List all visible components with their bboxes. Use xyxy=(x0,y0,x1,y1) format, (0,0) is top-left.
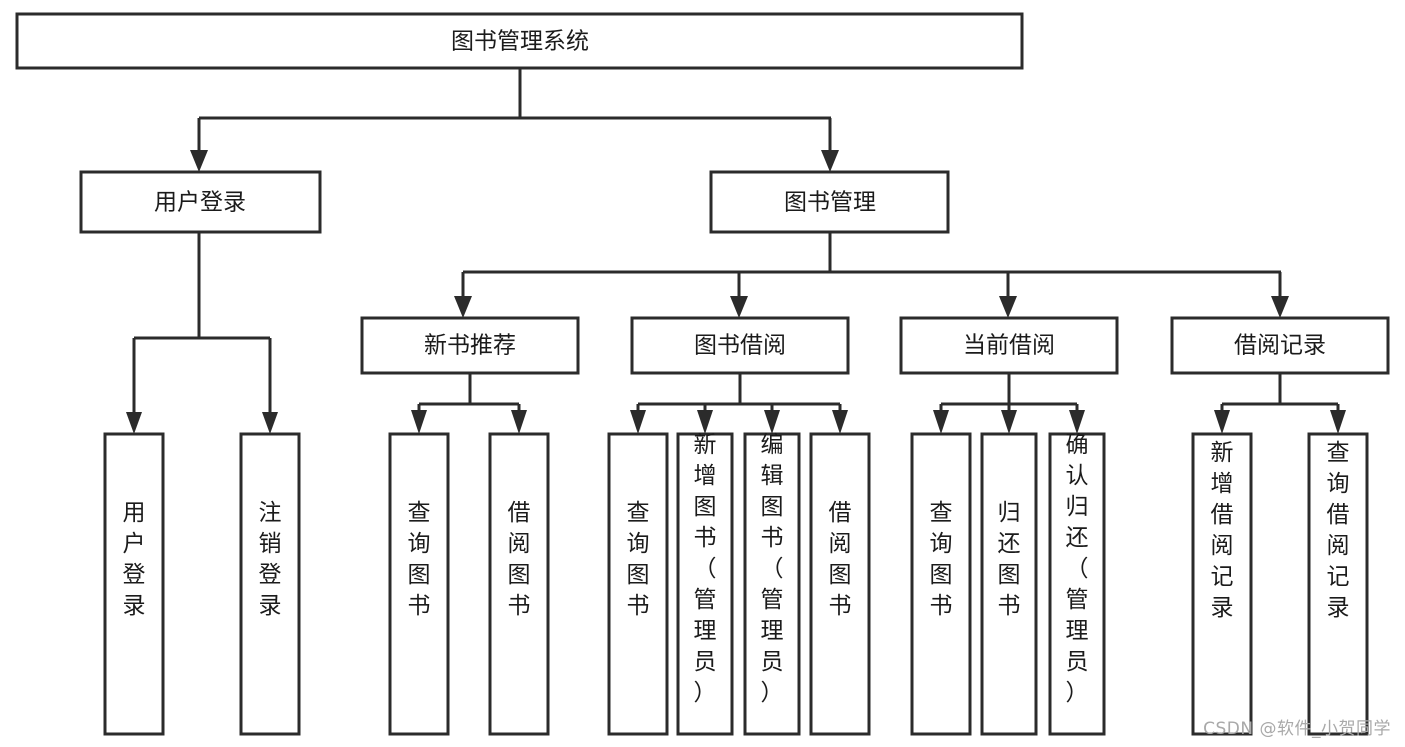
node-user-login[interactable]: 用户登录 xyxy=(79,170,322,234)
arrow-user-login xyxy=(190,150,208,172)
connector-borrowrecord-to-leaves xyxy=(1214,373,1346,434)
leaf-borrow-book-2-box[interactable] xyxy=(809,432,871,736)
node-root[interactable]: 图书管理系统 xyxy=(15,12,1024,70)
arrow-leaf-add-book-admin xyxy=(697,410,713,434)
leaf-confirm-return-admin-label: 确认归还（管理员） xyxy=(1066,432,1089,706)
leaf-node-edit-book-admin[interactable]: 编辑图书（管理员） xyxy=(743,432,801,736)
node-book-manage-label: 图书管理 xyxy=(784,190,876,216)
node-book-borrow-label: 图书借阅 xyxy=(694,333,786,359)
leaf-query-book-3-box[interactable] xyxy=(910,432,972,736)
arrow-current-borrow xyxy=(999,296,1017,318)
arrow-book-borrow xyxy=(730,296,748,318)
node-current-borrow[interactable]: 当前借阅 xyxy=(899,316,1119,375)
leaf-logout-box[interactable] xyxy=(239,432,301,736)
arrow-leaf-borrow-book-1 xyxy=(511,410,527,434)
arrow-leaf-query-borrow-record xyxy=(1330,410,1346,434)
node-book-manage-box[interactable] xyxy=(709,170,950,234)
connector-currentborrow-to-leaves xyxy=(933,373,1085,434)
leaf-node-add-borrow-record[interactable]: 新增借阅记录 xyxy=(1191,432,1253,736)
arrow-newbook-rec xyxy=(454,296,472,318)
connector-bookborrow-to-leaves xyxy=(630,373,848,434)
leaf-return-book-label: 归还图书 xyxy=(998,500,1021,619)
leaf-node-user-login[interactable]: 用户登录 xyxy=(103,432,165,736)
leaf-borrow-book-2-label: 借阅图书 xyxy=(829,500,852,619)
connector-userlogin-to-leaves xyxy=(126,232,278,434)
leaf-query-book-1-label: 查询图书 xyxy=(408,500,431,619)
leaf-add-borrow-record-label: 新增借阅记录 xyxy=(1211,440,1234,621)
leaf-edit-book-admin-label: 编辑图书（管理员） xyxy=(761,432,784,706)
node-borrow-record[interactable]: 借阅记录 xyxy=(1170,316,1390,375)
node-current-borrow-box[interactable] xyxy=(899,316,1119,375)
arrow-book-manage xyxy=(821,150,839,172)
node-borrow-record-box[interactable] xyxy=(1170,316,1390,375)
node-user-login-label: 用户登录 xyxy=(154,190,246,216)
connector-root-to-level2 xyxy=(190,68,839,172)
arrow-leaf-add-borrow-record xyxy=(1214,410,1230,434)
node-root-box[interactable] xyxy=(15,12,1024,70)
leaf-node-add-book-admin[interactable]: 新增图书（管理员） xyxy=(676,432,734,736)
connector-bookmanage-to-level3 xyxy=(454,232,1289,318)
leaf-query-borrow-record-label: 查询借阅记录 xyxy=(1327,440,1350,621)
leaf-node-query-borrow-record[interactable]: 查询借阅记录 xyxy=(1307,432,1369,736)
arrow-leaf-edit-book-admin xyxy=(764,410,780,434)
leaf-node-logout[interactable]: 注销登录 xyxy=(239,432,301,736)
node-root-label: 图书管理系统 xyxy=(451,29,589,55)
node-book-borrow-box[interactable] xyxy=(630,316,850,375)
node-new-book-recommend[interactable]: 新书推荐 xyxy=(360,316,580,375)
leaf-node-return-book[interactable]: 归还图书 xyxy=(980,432,1038,736)
node-book-borrow[interactable]: 图书借阅 xyxy=(630,316,850,375)
leaf-query-book-2-box[interactable] xyxy=(607,432,669,736)
arrow-leaf-user-login xyxy=(126,412,142,434)
leaf-node-query-book-3[interactable]: 查询图书 xyxy=(910,432,972,736)
leaf-user-login-box[interactable] xyxy=(103,432,165,736)
leaf-borrow-book-1-label: 借阅图书 xyxy=(508,500,531,619)
leaf-node-confirm-return-admin[interactable]: 确认归还（管理员） xyxy=(1048,432,1106,736)
leaf-user-login-label: 用户登录 xyxy=(123,500,146,619)
node-user-login-box[interactable] xyxy=(79,170,322,234)
arrow-leaf-borrow-book-2 xyxy=(832,410,848,434)
leaf-node-borrow-book-1[interactable]: 借阅图书 xyxy=(488,432,550,736)
arrow-leaf-logout xyxy=(262,412,278,434)
leaf-query-book-3-label: 查询图书 xyxy=(930,500,953,619)
leaf-add-book-admin-box[interactable] xyxy=(676,432,734,736)
node-new-book-recommend-label: 新书推荐 xyxy=(424,333,516,359)
node-borrow-record-label: 借阅记录 xyxy=(1234,333,1326,359)
leaf-node-borrow-book-2[interactable]: 借阅图书 xyxy=(809,432,871,736)
leaf-node-query-book-1[interactable]: 查询图书 xyxy=(388,432,450,736)
leaf-query-book-2-label: 查询图书 xyxy=(627,500,650,619)
leaf-node-query-book-2[interactable]: 查询图书 xyxy=(607,432,669,736)
leaf-logout-label: 注销登录 xyxy=(259,500,282,619)
arrow-leaf-query-book-3 xyxy=(933,410,949,434)
leaf-confirm-return-admin-box[interactable] xyxy=(1048,432,1106,736)
leaf-borrow-book-1-box[interactable] xyxy=(488,432,550,736)
leaf-add-borrow-record-box[interactable] xyxy=(1191,432,1253,736)
arrow-leaf-query-book-1 xyxy=(411,410,427,434)
leaf-edit-book-admin-box[interactable] xyxy=(743,432,801,736)
connector-newbook-to-leaves xyxy=(411,373,527,434)
leaf-add-book-admin-label: 新增图书（管理员） xyxy=(694,432,717,706)
leaf-query-book-1-box[interactable] xyxy=(388,432,450,736)
arrow-leaf-confirm-return-admin xyxy=(1069,410,1085,434)
arrow-leaf-return-book xyxy=(1001,410,1017,434)
node-current-borrow-label: 当前借阅 xyxy=(963,333,1055,359)
node-book-manage[interactable]: 图书管理 xyxy=(709,170,950,234)
arrow-leaf-query-book-2 xyxy=(630,410,646,434)
leaf-query-borrow-record-box[interactable] xyxy=(1307,432,1369,736)
csdn-watermark: CSDN @软件_小贺同学 xyxy=(1203,719,1391,739)
leaf-return-book-box[interactable] xyxy=(980,432,1038,736)
node-new-book-recommend-box[interactable] xyxy=(360,316,580,375)
arrow-borrow-record xyxy=(1271,296,1289,318)
